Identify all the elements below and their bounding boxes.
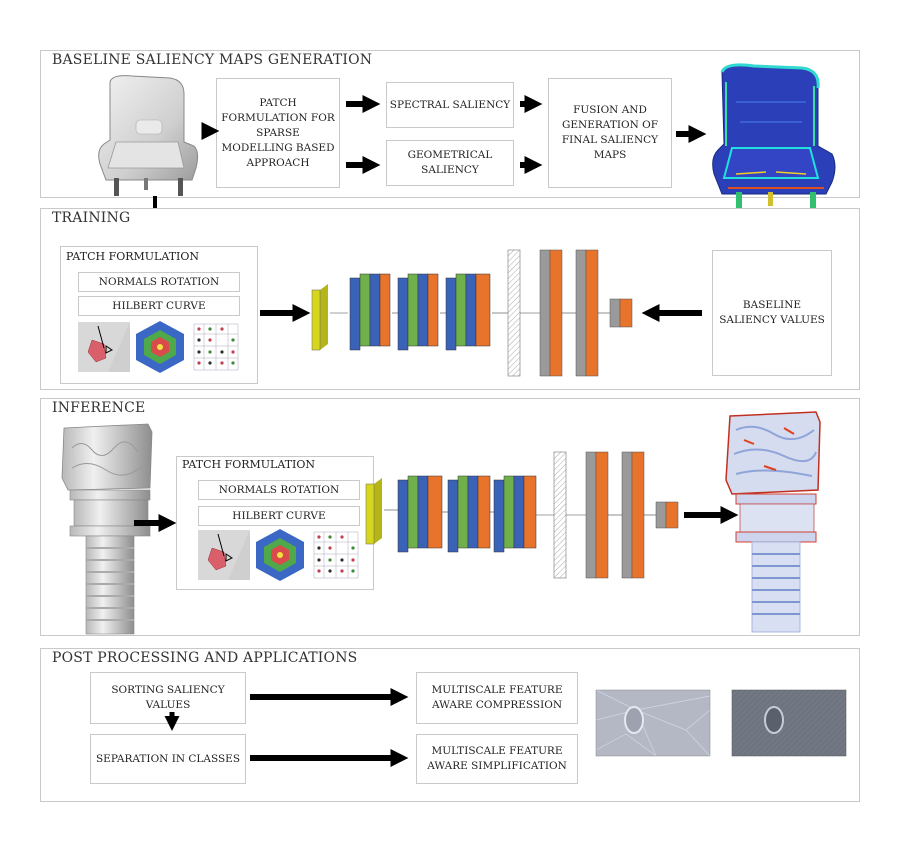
chair-model-icon (98, 75, 199, 196)
training-conv-block-3 (445, 273, 491, 351)
training-conv-block-2 (397, 273, 439, 351)
baseline-saliency-values-box: BASELINE SALIENCY VALUES (712, 250, 832, 376)
training-hilbert-curve: HILBERT CURVE (78, 296, 240, 316)
post-processing-section-title: POST PROCESSING AND APPLICATIONS (52, 650, 358, 666)
compression-box: MULTISCALE FEATURE AWARE COMPRESSION (416, 672, 578, 724)
patch-formulation-sparse-box: PATCH FORMULATION FOR SPARSE MODELLING B… (216, 78, 340, 188)
training-conv-block-1 (349, 273, 391, 351)
simplification-box: MULTISCALE FEATURE AWARE SIMPLIFICATION (416, 734, 578, 784)
separation-classes-box: SEPARATION IN CLASSES (90, 734, 246, 784)
inference-hilbert-grid-icon (312, 530, 360, 580)
column-model-icon (61, 423, 153, 635)
inference-section-title: INFERENCE (52, 400, 146, 416)
inference-normals-rotation: NORMALS ROTATION (198, 480, 360, 500)
training-normals-rotation: NORMALS ROTATION (78, 272, 240, 292)
training-hilbert-grid-icon (192, 322, 240, 372)
spectral-saliency-box: SPECTRAL SALIENCY (386, 82, 514, 128)
baseline-section-title: BASELINE SALIENCY MAPS GENERATION (52, 52, 373, 68)
geometrical-saliency-box: GEOMETRICAL SALIENCY (386, 140, 514, 186)
training-patch-mesh-icon (78, 322, 130, 372)
training-section-title: TRAINING (52, 210, 131, 226)
inference-patch-title: PATCH FORMULATION (182, 458, 316, 471)
fusion-box: FUSION AND GENERATION OF FINAL SALIENCY … (548, 78, 672, 188)
inference-hexagon-patch-icon (256, 529, 304, 581)
saliency-heatmap-column-icon (725, 411, 821, 633)
training-patch-title: PATCH FORMULATION (66, 250, 200, 263)
training-hexagon-patch-icon (136, 321, 184, 373)
mesh-simplified-icon (731, 689, 847, 757)
inference-conv-block-2 (447, 475, 491, 553)
saliency-heatmap-chair-icon (712, 63, 836, 210)
inference-hilbert-curve: HILBERT CURVE (198, 506, 360, 526)
inference-conv-block-3 (493, 475, 537, 553)
inference-patch-mesh-icon (198, 530, 250, 580)
mesh-compressed-icon (595, 689, 711, 757)
